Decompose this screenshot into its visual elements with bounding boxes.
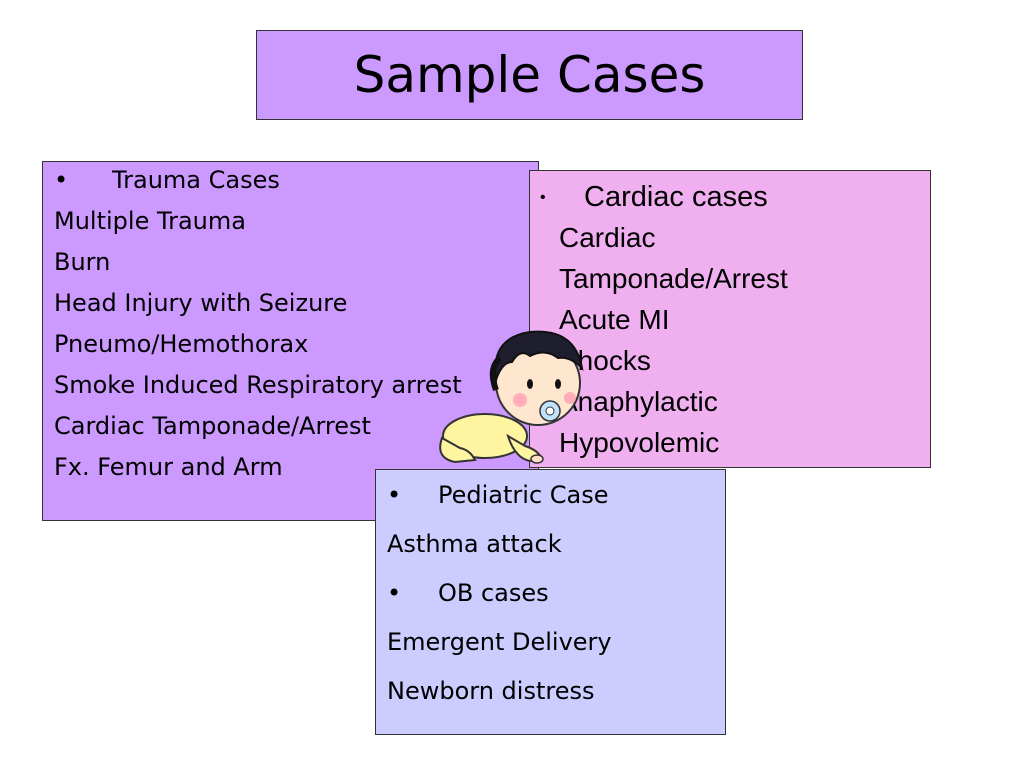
ob-item: Emergent Delivery [387,628,612,656]
trauma-heading-row: • Trauma Cases [54,166,280,194]
ob-heading-row: • OB cases [387,579,549,607]
cardiac-cases-box: •Cardiac cases Cardiac Tamponade/Arrest … [529,170,931,468]
bullet-icon: • [387,481,402,509]
bullet-icon: • [540,189,546,207]
cardiac-item: Cardiac [559,222,656,253]
slide-title: Sample Cases [353,46,706,104]
trauma-item: Cardiac Tamponade/Arrest [54,412,371,440]
trauma-item: Head Injury with Seizure [54,289,348,317]
trauma-heading: Trauma Cases [112,166,280,194]
pediatric-ob-box: •Pediatric Case Asthma attack •OB cases … [375,469,726,735]
trauma-item: Pneumo/Hemothorax [54,330,309,358]
bullet-icon: • [387,579,402,607]
cardiac-heading-row: • Cardiac cases [540,181,768,214]
cardiac-item: Tamponade/Arrest [559,263,788,294]
cardiac-item: Acute MI [559,304,670,335]
trauma-item: Smoke Induced Respiratory arrest [54,371,462,399]
cardiac-heading: Cardiac cases [584,181,768,213]
bullet-icon: • [54,166,69,194]
trauma-cases-box: • Trauma Cases Multiple Trauma Burn Head … [42,161,539,521]
trauma-item: Fx. Femur and Arm [54,453,283,481]
pediatric-item: Asthma attack [387,530,562,558]
ob-heading: OB cases [438,579,549,607]
cardiac-item: Hypovolemic [559,427,720,458]
trauma-item: Burn [54,248,111,276]
title-box: Sample Cases [256,30,803,120]
crawling-baby-clipart [439,330,584,464]
trauma-item: Multiple Trauma [54,207,246,235]
ob-item: Newborn distress [387,677,595,705]
pediatric-heading-row: • Pediatric Case [387,481,609,509]
pediatric-heading: Pediatric Case [438,481,609,509]
cardiac-item: Anaphylactic [559,386,718,417]
